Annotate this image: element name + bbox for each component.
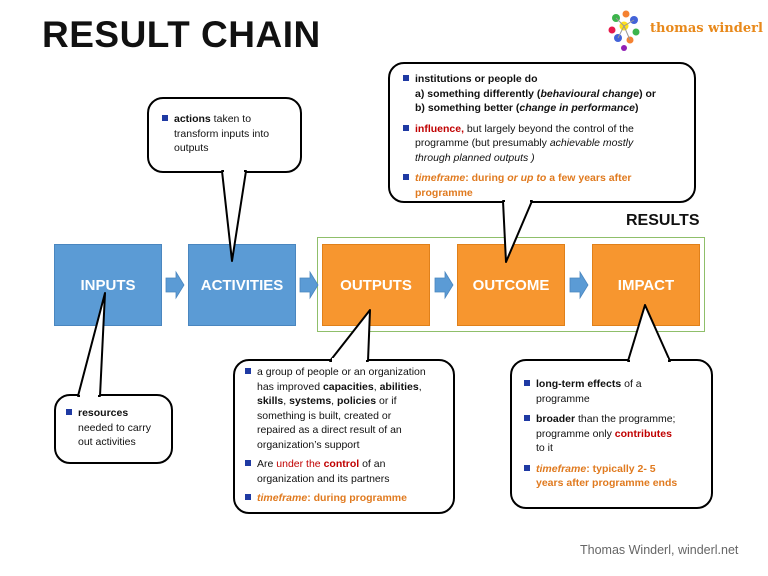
text: skills bbox=[257, 395, 284, 407]
text: timeframe bbox=[415, 172, 466, 184]
text: repaired as a direct result of an bbox=[257, 424, 402, 436]
text: : typically 2- 5 bbox=[586, 462, 656, 475]
footer-credit: Thomas Winderl, winderl.net bbox=[580, 543, 739, 557]
arrow-3 bbox=[434, 270, 454, 300]
text: of a bbox=[621, 378, 642, 390]
text: has improved bbox=[257, 380, 323, 393]
text: programme bbox=[536, 392, 590, 405]
bullet-icon bbox=[524, 415, 530, 421]
text: organization’s support bbox=[257, 438, 360, 451]
outcome-bubble: institutions or people do a) something d… bbox=[388, 62, 696, 203]
text: needed to carry bbox=[78, 421, 151, 434]
bullet-icon bbox=[524, 380, 530, 386]
outcome-tail bbox=[502, 200, 533, 263]
text: resources bbox=[78, 407, 129, 419]
arrow-4 bbox=[569, 270, 589, 300]
text: of an bbox=[359, 458, 386, 470]
bullet-icon bbox=[403, 75, 409, 81]
text: behavioural change bbox=[540, 87, 640, 100]
bullet-icon bbox=[245, 460, 251, 466]
text: to it bbox=[536, 442, 553, 454]
text: policies bbox=[337, 395, 377, 407]
text: long-term effects bbox=[536, 378, 622, 390]
text: : during programme bbox=[307, 492, 407, 504]
text: programme (but presumably bbox=[415, 137, 550, 149]
text: under the bbox=[276, 458, 324, 470]
arrow-1 bbox=[165, 270, 185, 300]
activities-tail bbox=[221, 170, 247, 262]
text: achievable mostly bbox=[549, 137, 634, 149]
text: through planned outputs ) bbox=[415, 151, 535, 164]
text: control bbox=[323, 458, 360, 470]
impact-tail bbox=[627, 304, 671, 362]
text: abilities bbox=[379, 380, 419, 393]
bullet-icon bbox=[403, 124, 409, 131]
stage-outcome: OUTCOME bbox=[457, 244, 565, 326]
text: but largely beyond the control of the bbox=[464, 122, 634, 135]
text: a) something differently ( bbox=[415, 87, 541, 100]
text: : during bbox=[465, 172, 508, 184]
text: b) something better ( bbox=[415, 102, 520, 114]
impact-bubble: long-term effects of a programme broader… bbox=[510, 359, 713, 509]
bullet-icon bbox=[403, 174, 409, 180]
text: timeframe bbox=[536, 462, 587, 475]
inputs-bubble: resources needed to carry out activities bbox=[54, 394, 173, 464]
text: or if bbox=[376, 395, 397, 407]
stage-outputs: OUTPUTS bbox=[322, 244, 430, 326]
text: contributes bbox=[614, 427, 672, 440]
text: a group of people or an organization bbox=[257, 366, 426, 378]
text: out activities bbox=[78, 436, 136, 448]
text: or up to bbox=[507, 172, 547, 184]
text: timeframe bbox=[257, 492, 308, 504]
text: transform inputs into bbox=[174, 127, 270, 140]
text: programme only bbox=[536, 427, 615, 440]
arrow-2 bbox=[299, 270, 319, 300]
text: change in performance bbox=[519, 102, 635, 114]
text: , bbox=[331, 395, 337, 407]
text: programme bbox=[415, 186, 473, 199]
text: , bbox=[418, 380, 422, 393]
logo-icon bbox=[608, 10, 640, 51]
text: capacities bbox=[322, 380, 374, 393]
text: actions bbox=[174, 113, 211, 125]
bullet-icon bbox=[245, 368, 251, 374]
text: taken to bbox=[210, 113, 252, 125]
bullet-icon bbox=[245, 494, 251, 500]
text: outputs bbox=[174, 142, 209, 154]
text: , bbox=[373, 380, 380, 393]
text: a few years after bbox=[546, 172, 632, 184]
text: years after programme ends bbox=[536, 477, 678, 489]
text: Are bbox=[257, 458, 277, 470]
logo-text: thomas winderl bbox=[650, 21, 763, 36]
stage-activities: ACTIVITIES bbox=[188, 244, 296, 326]
outputs-bubble: a group of people or an organization has… bbox=[233, 359, 455, 514]
text: , bbox=[283, 395, 290, 407]
text: ) or bbox=[639, 87, 656, 100]
text: institutions or people do bbox=[415, 73, 538, 85]
text: broader bbox=[536, 413, 576, 425]
text: ) bbox=[634, 102, 639, 114]
text: something is built, created or bbox=[257, 409, 392, 422]
page-title: RESULT CHAIN bbox=[42, 14, 321, 55]
text: than the programme; bbox=[575, 413, 676, 425]
text: influence, bbox=[415, 122, 465, 135]
bullet-icon bbox=[524, 464, 530, 471]
inputs-tail bbox=[77, 292, 106, 397]
text: systems bbox=[289, 395, 332, 407]
stage-inputs: INPUTS bbox=[54, 244, 162, 326]
logo bbox=[604, 8, 754, 52]
bullet-icon bbox=[162, 115, 168, 121]
bullet-icon bbox=[66, 409, 72, 415]
text: organization and its partners bbox=[257, 472, 390, 485]
outputs-tail bbox=[329, 309, 371, 362]
results-label: RESULTS bbox=[626, 212, 700, 229]
